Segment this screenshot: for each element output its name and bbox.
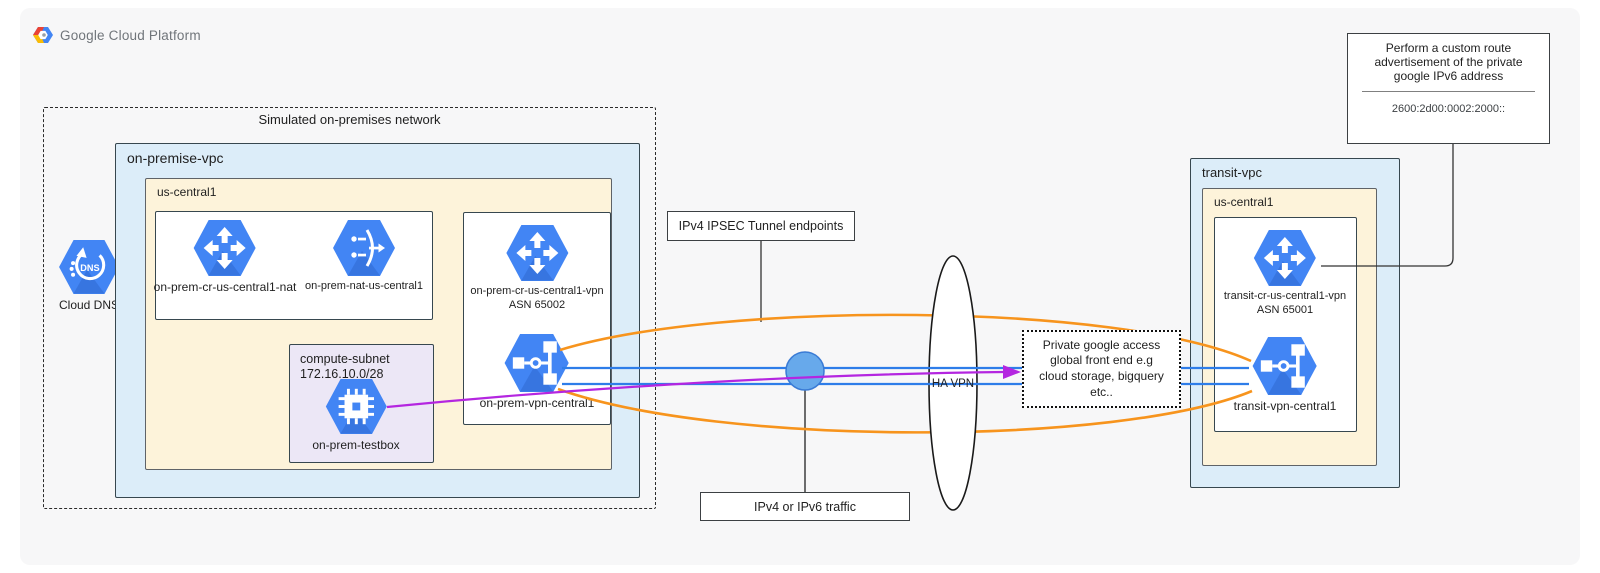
cloud-dns-icon bbox=[58, 239, 120, 295]
cloud-dns-label: Cloud DNS bbox=[58, 298, 120, 312]
gcp-logo-text: Google Cloud Platform bbox=[60, 27, 201, 43]
onprem-cloud-router-nat-label: on-prem-cr-us-central1-nat bbox=[153, 280, 297, 294]
onprem-cloud-nat-label: on-prem-nat-us-central1 bbox=[305, 280, 423, 292]
callout-divider bbox=[1362, 91, 1535, 93]
traffic-label: IPv4 or IPv6 traffic bbox=[754, 499, 856, 514]
transit-vpn-gateway-label: transit-vpn-central1 bbox=[1233, 399, 1337, 413]
compute-subnet-cidr: 172.16.10.0/28 bbox=[300, 367, 384, 382]
pga-line-1: Private google access bbox=[1042, 337, 1161, 352]
compute-subnet-title: compute-subnet 172.16.10.0/28 bbox=[300, 352, 390, 383]
onprem-vpn-router-name: on-prem-cr-us-central1-vpn bbox=[470, 285, 604, 297]
onprem-vpn-router-asn: ASN 65002 bbox=[508, 298, 566, 311]
onprem-vpn-router-node: on-prem-cr-us-central1-vpn ASN 65002 bbox=[470, 224, 604, 313]
onprem-region-label: us-central1 bbox=[157, 185, 217, 199]
onprem-cloud-nat-node: on-prem-nat-us-central1 bbox=[305, 219, 423, 294]
onprem-vpn-gateway-label: on-prem-vpn-central1 bbox=[479, 396, 595, 410]
ipsec-tunnel-label-box: IPv4 IPSEC Tunnel endpoints bbox=[667, 211, 855, 241]
transit-region-label: us-central1 bbox=[1214, 195, 1274, 209]
pga-line-2: global front end e.g bbox=[1050, 353, 1153, 368]
onprem-vpn-gateway-node: on-prem-vpn-central1 bbox=[479, 333, 595, 411]
custom-route-callout-text: Perform a custom route advertisement of … bbox=[1374, 41, 1523, 84]
onprem-cloud-router-nat-node: on-prem-cr-us-central1-nat bbox=[153, 219, 297, 295]
onprem-testbox-label: on-prem-testbox bbox=[312, 438, 400, 452]
private-google-access-box: Private google access global front end e… bbox=[1022, 330, 1181, 408]
pga-line-4: etc.. bbox=[1090, 384, 1113, 399]
onprem-vpc-label: on-premise-vpc bbox=[127, 150, 224, 166]
ipsec-tunnel-label: IPv4 IPSEC Tunnel endpoints bbox=[678, 219, 844, 233]
compute-engine-icon bbox=[324, 378, 388, 435]
onprem-container-title: Simulated on-premises network bbox=[258, 112, 441, 127]
gcp-logo-icon bbox=[33, 27, 53, 43]
transit-vpc-label: transit-vpc bbox=[1202, 165, 1262, 180]
onprem-vpn-router-label: on-prem-cr-us-central1-vpn ASN 65002 bbox=[470, 285, 603, 313]
cloud-router-icon bbox=[192, 219, 258, 277]
transit-router-name: transit-cr-us-central1-vpn bbox=[1223, 290, 1347, 302]
callout-ipv6-address: 2600:2d00:0002:2000:: bbox=[1391, 103, 1506, 116]
cloud-nat-icon bbox=[331, 219, 397, 277]
gcp-logo: Google Cloud Platform bbox=[33, 26, 201, 44]
cloud-router-icon bbox=[1252, 229, 1318, 287]
cloud-vpn-icon bbox=[1251, 336, 1319, 396]
transit-router-node: transit-cr-us-central1-vpn ASN 65001 bbox=[1224, 229, 1346, 318]
traffic-label-box: IPv4 or IPv6 traffic bbox=[700, 492, 910, 521]
onprem-testbox-node: on-prem-testbox bbox=[312, 378, 400, 453]
compute-subnet-name: compute-subnet bbox=[300, 352, 390, 366]
cloud-vpn-icon bbox=[503, 333, 571, 393]
cloud-router-icon bbox=[504, 224, 570, 282]
onprem-dashed-container: Simulated on-premises network bbox=[43, 107, 656, 509]
cloud-dns-node: Cloud DNS bbox=[58, 239, 120, 313]
transit-router-asn: ASN 65001 bbox=[1256, 303, 1314, 316]
transit-router-label: transit-cr-us-central1-vpn ASN 65001 bbox=[1224, 290, 1346, 318]
transit-vpn-gateway-node: transit-vpn-central1 bbox=[1233, 336, 1337, 414]
pga-line-3: cloud storage, bigquery bbox=[1039, 369, 1164, 383]
onprem-router-nat-box bbox=[155, 211, 433, 320]
custom-route-callout: Perform a custom route advertisement of … bbox=[1347, 33, 1550, 144]
